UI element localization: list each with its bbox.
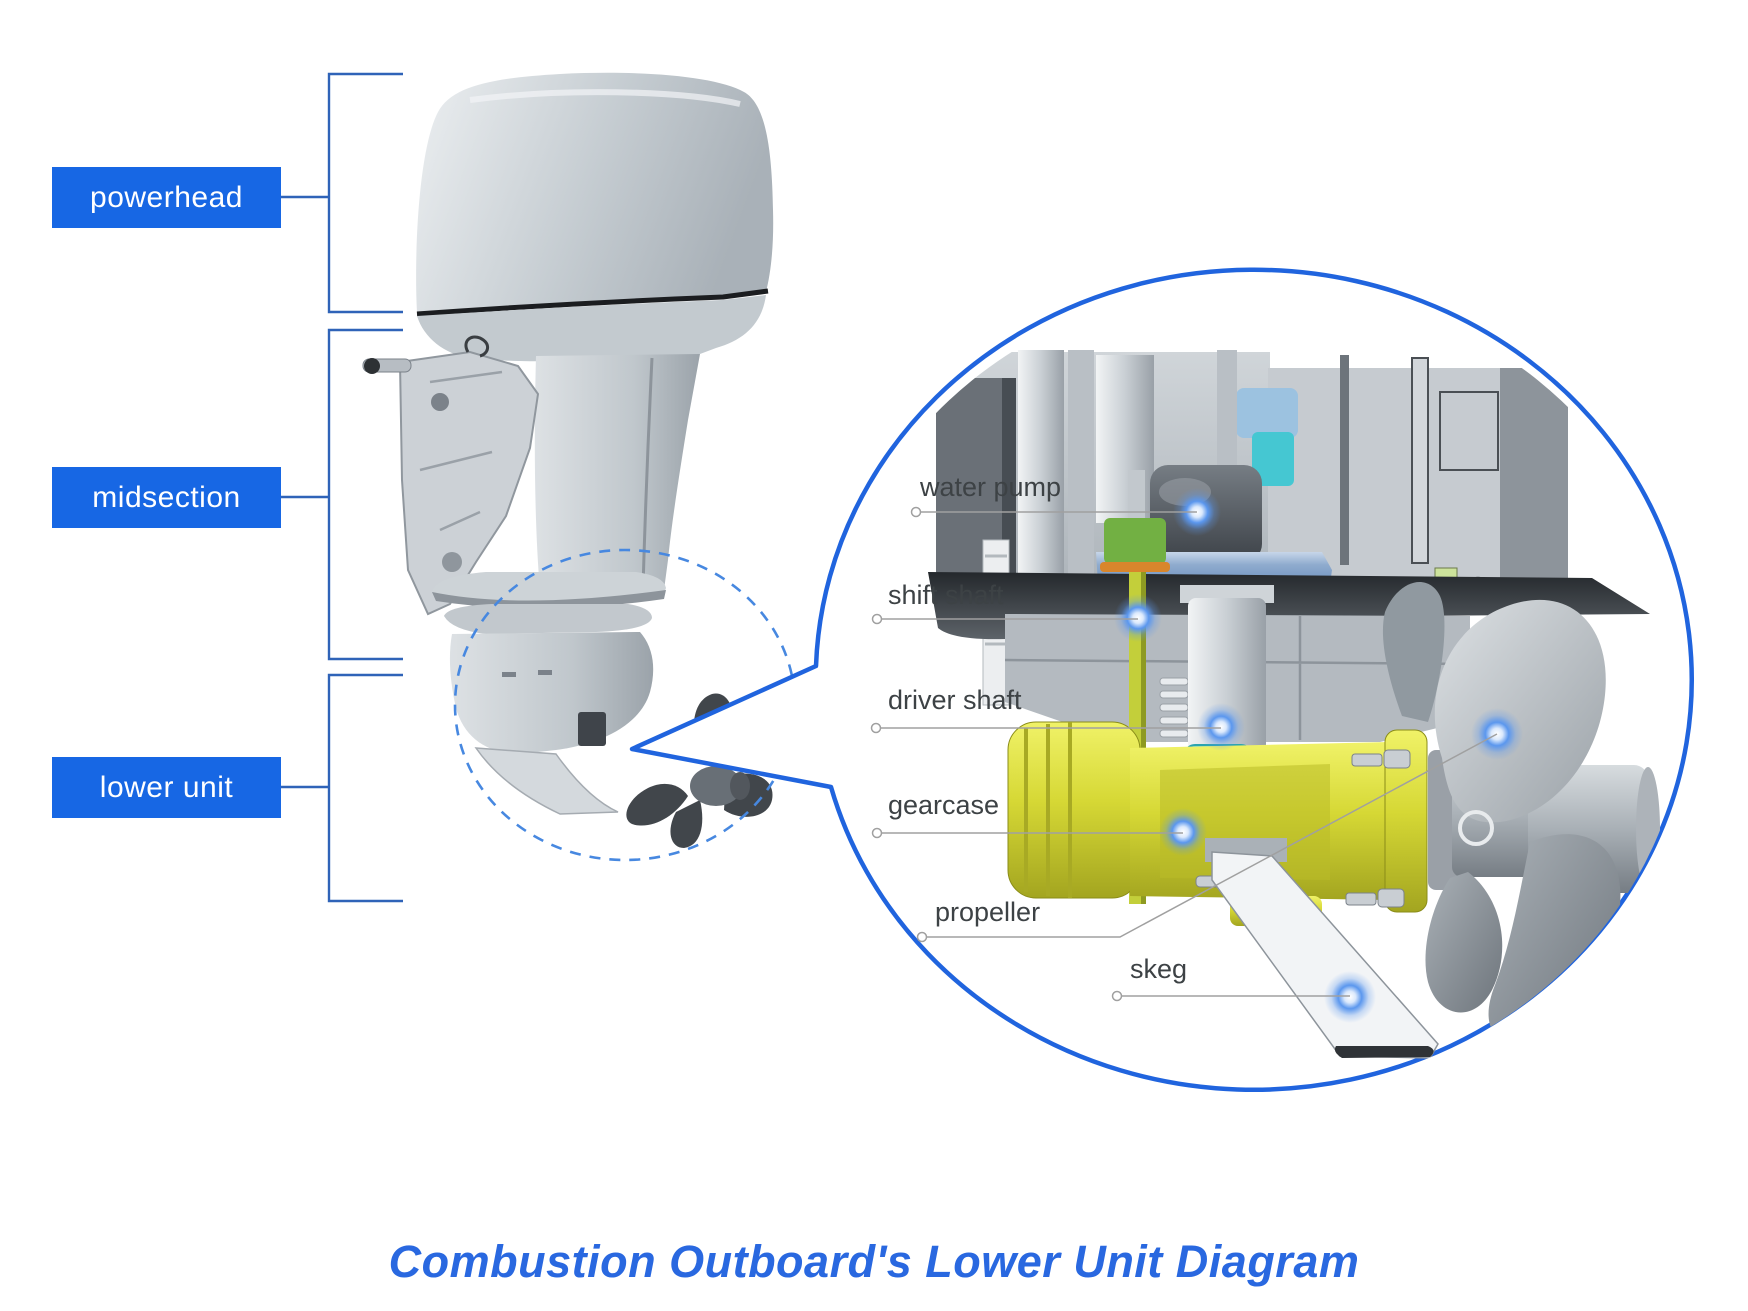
motor-midsection [534,354,700,590]
motor-clamp-bracket [398,350,540,616]
hub-cap [1636,767,1660,891]
callout-shift-shaft: shift shaft [888,580,1004,610]
midsection-seam [641,357,654,589]
plate-underside [432,590,666,609]
outboard-motor-illustration [362,72,797,862]
marker-shift-shaft [1114,594,1162,642]
section-label-midsection: midsection [52,467,281,528]
bracket-bolt [431,393,449,411]
motor-skeg [474,747,619,815]
leader-dot [871,827,883,839]
exhaust-tube [1018,350,1064,585]
housing-right-wall [1500,368,1568,582]
shift-shaft-seal [1100,562,1170,572]
bracket-pivot [442,552,462,572]
callout-gearcase: gearcase [888,790,999,820]
water-intake-grate [578,712,606,746]
glow-markers [1114,488,1523,1023]
shift-shaft-shade [1141,572,1146,904]
prop-top-blade [1434,599,1606,823]
callout-water-pump: water pump [919,472,1061,502]
flange-bolts [1345,749,1411,908]
shift-shaft-cap [1104,518,1166,564]
bracket-powerhead [327,72,403,314]
lower-unit-cutaway [928,350,1660,1059]
vent-slot [502,672,516,677]
vent-slot [538,670,552,675]
leader-propeller [927,733,1498,938]
marker-driver-shaft [1197,703,1245,751]
bracket-midsection [327,328,403,661]
section-label-lower-unit: lower unit [52,757,281,818]
page-title: Combustion Outboard's Lower Unit Diagram [388,1236,1360,1287]
callout-driver-shaft: driver shaft [888,685,1022,715]
section-label-powerhead: powerhead [52,167,281,228]
motor-cowling [416,72,774,312]
leader-dot [916,931,928,943]
section-brackets [281,72,403,903]
coil-spring [1159,677,1189,738]
leader-dot [1111,990,1123,1002]
tilt-pin-knob [364,358,380,374]
leader-lines [870,506,1498,1002]
pull-ring [464,335,489,358]
leader-dot [870,722,882,734]
hub-ring [1458,810,1494,846]
cutaway-propeller [1382,582,1660,1041]
pump-inlet-blue [1236,388,1298,438]
prop-right-blade [1488,834,1621,1041]
bracket-detail-lines [419,370,503,532]
cowling-highlight [469,89,741,107]
callout-propeller: propeller [935,897,1040,927]
driver-shaft-upper [1217,350,1237,470]
gearcase-assembly [1007,721,1458,926]
frame-bracket [1439,391,1499,471]
leader-dot [910,506,922,518]
leader-dot [871,613,883,625]
bracket-lower-unit [327,673,403,903]
housing-cut-shadow [1002,378,1016,583]
prop-back-blade [1382,582,1445,722]
motor-lower-cowl [417,295,766,362]
callout-labels: water pump shift shaft driver shaft gear… [888,472,1187,984]
frame-bar [1411,357,1429,564]
pump-inlet-teal [1252,432,1294,486]
marker-skeg [1324,971,1376,1023]
pump-housing-tube [1096,355,1154,523]
frame-rod [1340,355,1349,565]
marker-gearcase [1159,808,1207,856]
motor-plate-band [444,604,652,634]
motor-gearcase [449,632,654,754]
exhaust-tube [1068,350,1094,585]
prop-bottom-blade [1425,872,1503,1013]
skeg-bottom-edge [1334,1046,1434,1058]
callout-skeg: skeg [1130,954,1187,984]
cowling-seam [416,288,769,317]
